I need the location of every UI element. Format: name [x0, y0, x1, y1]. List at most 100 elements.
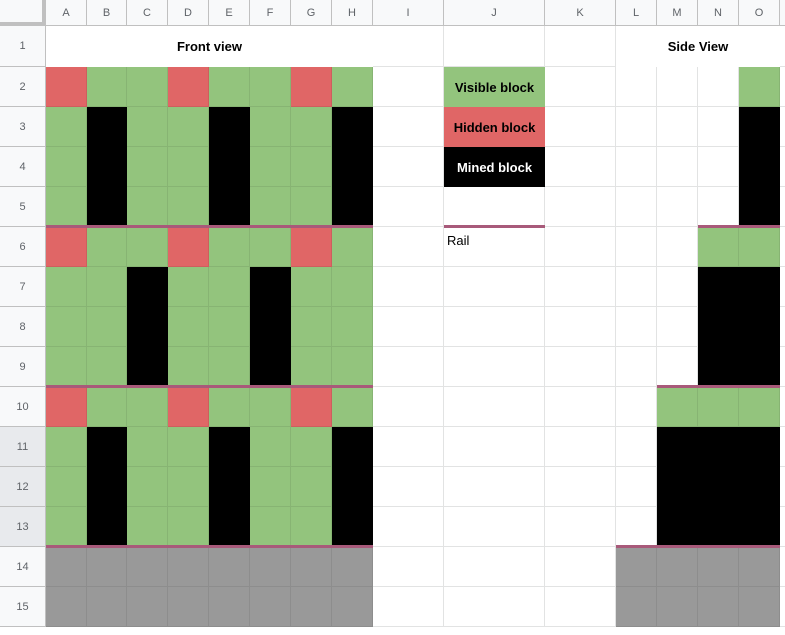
front-mined-block[interactable]: [87, 107, 127, 147]
front-visible-block[interactable]: [168, 267, 209, 307]
front-bedrock-block[interactable]: [332, 547, 373, 587]
cell-K3[interactable]: [545, 107, 616, 147]
cell-P8[interactable]: [780, 307, 785, 347]
cell-J11[interactable]: [444, 427, 545, 467]
cell-J14[interactable]: [444, 547, 545, 587]
column-header-N[interactable]: N: [698, 0, 739, 26]
cell-L2[interactable]: [616, 67, 657, 107]
side-mined-block[interactable]: [739, 147, 780, 187]
side-bedrock-block[interactable]: [698, 587, 739, 627]
front-visible-block[interactable]: [46, 187, 87, 227]
cell-M6[interactable]: [657, 227, 698, 267]
front-visible-block[interactable]: [291, 267, 332, 307]
cell-L13[interactable]: [616, 507, 657, 547]
front-mined-block[interactable]: [87, 187, 127, 227]
front-bedrock-block[interactable]: [87, 587, 127, 627]
front-mined-block[interactable]: [87, 467, 127, 507]
front-mined-block[interactable]: [127, 267, 168, 307]
cell-M2[interactable]: [657, 67, 698, 107]
cell-P12[interactable]: [780, 467, 785, 507]
column-header-F[interactable]: F: [250, 0, 291, 26]
cell-P5[interactable]: [780, 187, 785, 227]
side-mined-block[interactable]: [739, 267, 780, 307]
cell-K11[interactable]: [545, 427, 616, 467]
side-mined-block[interactable]: [739, 507, 780, 547]
side-mined-block[interactable]: [739, 347, 780, 387]
side-mined-block[interactable]: [698, 267, 739, 307]
front-visible-block[interactable]: [332, 307, 373, 347]
row-header-6[interactable]: 6: [0, 227, 46, 267]
column-header-B[interactable]: B: [87, 0, 127, 26]
side-visible-block[interactable]: [739, 227, 780, 267]
front-mined-block[interactable]: [209, 507, 250, 547]
cell-I2[interactable]: [373, 67, 444, 107]
front-visible-block[interactable]: [332, 67, 373, 107]
row-header-3[interactable]: 3: [0, 107, 46, 147]
cell-I15[interactable]: [373, 587, 444, 627]
cell-J12[interactable]: [444, 467, 545, 507]
row-header-7[interactable]: 7: [0, 267, 46, 307]
row-header-11[interactable]: 11: [0, 427, 46, 467]
cell-M7[interactable]: [657, 267, 698, 307]
cell-I13[interactable]: [373, 507, 444, 547]
cell-I10[interactable]: [373, 387, 444, 427]
row-header-4[interactable]: 4: [0, 147, 46, 187]
front-visible-block[interactable]: [291, 147, 332, 187]
row-header-9[interactable]: 9: [0, 347, 46, 387]
cell-J8[interactable]: [444, 307, 545, 347]
side-mined-block[interactable]: [698, 467, 739, 507]
cell-J15[interactable]: [444, 587, 545, 627]
front-visible-block[interactable]: [87, 347, 127, 387]
cell-N2[interactable]: [698, 67, 739, 107]
row-header-14[interactable]: 14: [0, 547, 46, 587]
front-visible-block[interactable]: [87, 67, 127, 107]
cell-I12[interactable]: [373, 467, 444, 507]
side-mined-block[interactable]: [739, 107, 780, 147]
cell-L11[interactable]: [616, 427, 657, 467]
side-visible-block[interactable]: [739, 67, 780, 107]
side-bedrock-block[interactable]: [657, 547, 698, 587]
front-visible-block[interactable]: [168, 147, 209, 187]
front-visible-block[interactable]: [250, 107, 291, 147]
front-visible-block[interactable]: [127, 107, 168, 147]
front-hidden-block[interactable]: [291, 67, 332, 107]
front-mined-block[interactable]: [87, 147, 127, 187]
front-bedrock-block[interactable]: [168, 587, 209, 627]
front-visible-block[interactable]: [291, 187, 332, 227]
side-bedrock-block[interactable]: [616, 587, 657, 627]
front-hidden-block[interactable]: [168, 67, 209, 107]
front-bedrock-block[interactable]: [46, 547, 87, 587]
front-visible-block[interactable]: [46, 347, 87, 387]
column-header-J[interactable]: J: [444, 0, 545, 26]
select-all-corner[interactable]: [0, 0, 46, 26]
front-hidden-block[interactable]: [168, 227, 209, 267]
front-visible-block[interactable]: [87, 267, 127, 307]
cell-L6[interactable]: [616, 227, 657, 267]
cell-L7[interactable]: [616, 267, 657, 307]
column-header-E[interactable]: E: [209, 0, 250, 26]
side-bedrock-block[interactable]: [616, 547, 657, 587]
front-hidden-block[interactable]: [291, 227, 332, 267]
front-visible-block[interactable]: [46, 507, 87, 547]
cell-J1[interactable]: [444, 26, 545, 67]
side-mined-block[interactable]: [698, 427, 739, 467]
front-bedrock-block[interactable]: [332, 587, 373, 627]
side-mined-block[interactable]: [739, 467, 780, 507]
front-hidden-block[interactable]: [291, 387, 332, 427]
front-visible-block[interactable]: [250, 227, 291, 267]
front-visible-block[interactable]: [87, 307, 127, 347]
front-visible-block[interactable]: [46, 427, 87, 467]
front-mined-block[interactable]: [87, 427, 127, 467]
side-mined-block[interactable]: [698, 307, 739, 347]
front-mined-block[interactable]: [127, 347, 168, 387]
cell-K14[interactable]: [545, 547, 616, 587]
front-bedrock-block[interactable]: [291, 547, 332, 587]
cell-K6[interactable]: [545, 227, 616, 267]
cell-P2[interactable]: [780, 67, 785, 107]
front-mined-block[interactable]: [332, 427, 373, 467]
front-bedrock-block[interactable]: [250, 547, 291, 587]
front-bedrock-block[interactable]: [87, 547, 127, 587]
front-visible-block[interactable]: [46, 107, 87, 147]
front-bedrock-block[interactable]: [209, 547, 250, 587]
front-bedrock-block[interactable]: [168, 547, 209, 587]
